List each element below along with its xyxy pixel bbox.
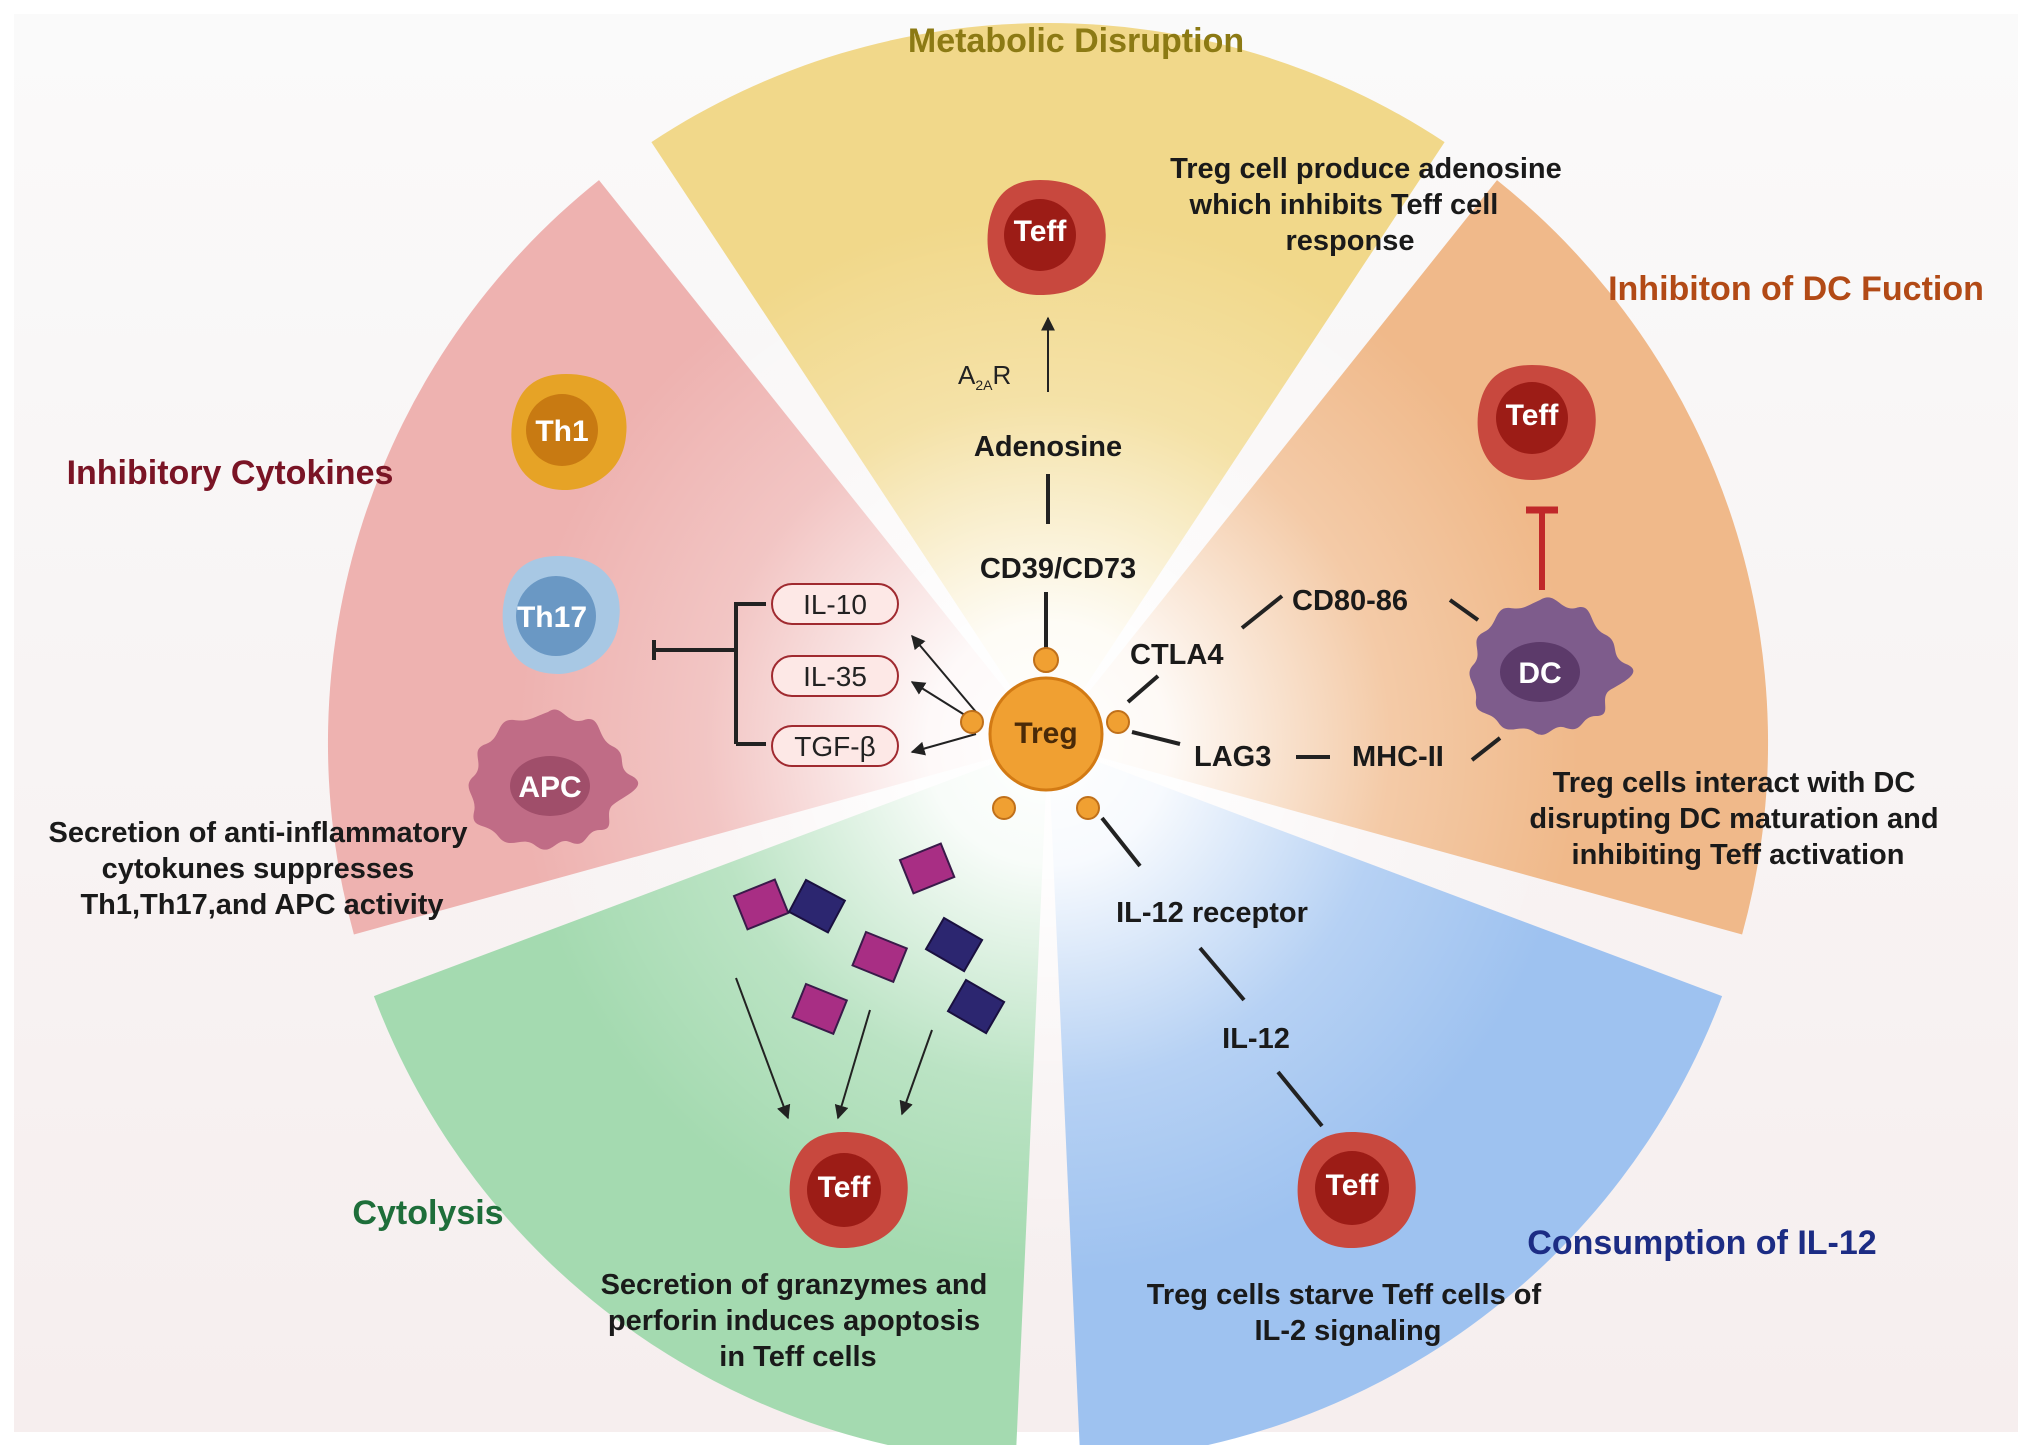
granzyme-perforin-granules	[732, 842, 1006, 1036]
teff-label: Teff	[1326, 1169, 1380, 1202]
metabolic-description: Treg cell produce adenosine which inhibi…	[1170, 153, 1570, 257]
mhc-dc-connector	[1470, 736, 1502, 762]
apc-label: APC	[518, 771, 581, 804]
th17-label: Th17	[517, 601, 587, 634]
th17-cell: Th17	[502, 556, 620, 674]
th1-cell: Th1	[511, 374, 627, 490]
treg-ligand-right	[1106, 710, 1130, 734]
inhibitory-cytokines-title: Inhibitory Cytokines	[67, 454, 394, 492]
cd39-cd73-label: CD39/CD73	[980, 553, 1136, 585]
teff-cell-cytolysis: Teff	[789, 1132, 908, 1248]
treg-il12-receptor-connector	[1100, 816, 1142, 868]
mhc-ii-label: MHC-II	[1352, 741, 1444, 773]
teff-label: Teff	[1506, 399, 1560, 432]
treg-ligand-bottom-right	[1076, 796, 1100, 820]
th1-label: Th1	[535, 415, 588, 448]
treg-lag3-connector	[1131, 730, 1181, 746]
treg-cell: Treg	[960, 647, 1130, 820]
treg-ligand-top	[1033, 647, 1059, 673]
teff-cell-il12: Teff	[1297, 1132, 1416, 1248]
arrow-to-tgf	[910, 733, 977, 756]
dc-label: DC	[1518, 657, 1561, 690]
il-35-label: IL-35	[803, 661, 867, 692]
teff-label: Teff	[1014, 215, 1068, 248]
metabolic-disruption-title: Metabolic Disruption	[908, 22, 1244, 60]
apc-cell: APC	[468, 709, 639, 850]
il12-label: IL-12	[1222, 1023, 1290, 1055]
treg-ligand-left	[960, 710, 984, 734]
treg-ctla4-connector	[1126, 674, 1160, 704]
treg-label: Treg	[1014, 717, 1077, 750]
il-10-box: IL-10	[771, 583, 899, 625]
treg-ligand-bottom-left	[992, 796, 1016, 820]
granule-arrow-2	[834, 1009, 871, 1120]
treg-body	[988, 676, 1104, 792]
cytolysis-title: Cytolysis	[352, 1194, 503, 1232]
tgf-beta-box: TGF-β	[771, 725, 899, 767]
il12-description: Treg cells starve Teff cells of IL-2 sig…	[1147, 1279, 1549, 1347]
ctla4-cd80-connector	[1240, 594, 1284, 630]
cd80-86-label: CD80-86	[1292, 585, 1408, 617]
cytokines-description: Secretion of anti-inflammatory cytokunes…	[48, 817, 475, 921]
arrow-to-il10	[911, 634, 977, 713]
dendritic-cell: DC	[1469, 597, 1634, 735]
teff-cell-dc: Teff	[1477, 365, 1596, 480]
cytolysis-description: Secretion of granzymes and perforin indu…	[601, 1269, 996, 1373]
a2ar-receptor-label: A2AR	[958, 360, 1011, 393]
receptor-il12-connector	[1198, 946, 1246, 1002]
tgf-beta-label: TGF-β	[794, 731, 875, 762]
teff-label: Teff	[818, 1171, 872, 1204]
adenosine-label: Adenosine	[974, 431, 1122, 463]
teff-cell-metabolic: Teff	[987, 180, 1106, 295]
il-10-label: IL-10	[803, 589, 867, 620]
il12-teff-connector	[1276, 1070, 1324, 1128]
il-35-box: IL-35	[771, 655, 899, 697]
il12-receptor-label: IL-12 receptor	[1116, 897, 1308, 929]
il12-consumption-title: Consumption of IL-12	[1527, 1224, 1876, 1262]
lag3-label: LAG3	[1194, 741, 1271, 773]
cd80-dc-connector	[1448, 598, 1480, 622]
granule-arrow-3	[899, 1029, 933, 1116]
ctla4-label: CTLA4	[1130, 639, 1223, 671]
dc-description: Treg cells interact with DC disrupting D…	[1529, 767, 1946, 871]
granule-arrow-1	[735, 977, 791, 1120]
dc-inhibition-title: Inhibiton of DC Fuction	[1608, 270, 1984, 308]
